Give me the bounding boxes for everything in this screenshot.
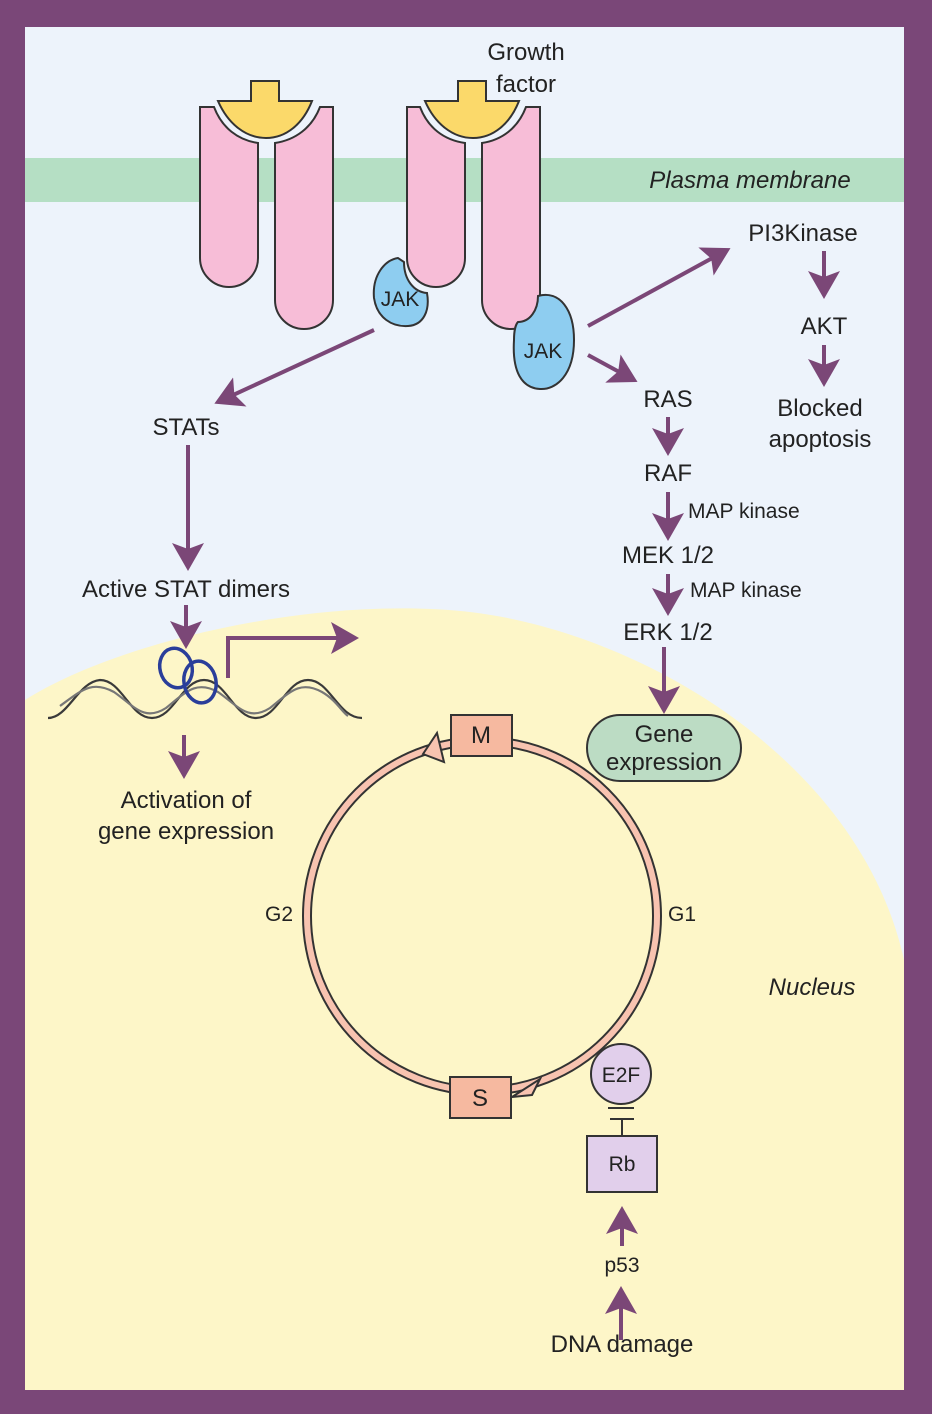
receptor-left-chain-a	[199, 106, 259, 288]
stat-dimer-ring-b	[182, 659, 218, 705]
jak-right-label: JAK	[524, 340, 563, 363]
p53-label: p53	[604, 1254, 639, 1277]
dna-strand-b	[59, 685, 349, 717]
map-kinase-label-2: MAP kinase	[690, 579, 802, 602]
arrow-jak-to-pi3k	[587, 247, 731, 328]
receptor-left	[199, 80, 334, 330]
activation-gene-expression-line1: Activation of	[121, 787, 252, 814]
receptor-left-chain-b	[274, 106, 334, 330]
cycle-arrowhead-to-m	[421, 730, 446, 764]
nucleus-region	[25, 608, 904, 1390]
phase-s-label: S	[472, 1085, 488, 1112]
jak-left-shape	[372, 256, 429, 328]
phase-g1-label: G1	[668, 903, 696, 926]
stats-label: STATs	[152, 414, 219, 441]
blocked-apoptosis-line1: Blocked	[777, 395, 862, 422]
dna-damage-label: DNA damage	[551, 1331, 694, 1358]
activation-gene-expression-line2: gene expression	[98, 818, 274, 845]
erk-label: ERK 1/2	[623, 619, 712, 646]
e2f-node	[590, 1043, 652, 1105]
pathway-arrows	[168, 247, 840, 1340]
growth-factor-label-line1: Growth	[487, 39, 564, 66]
arrow-jak-to-stats	[214, 328, 375, 407]
growth-factor-left-ligand	[216, 80, 314, 140]
rb-node	[586, 1135, 658, 1193]
rb-inhibits-e2f	[608, 1107, 634, 1136]
gene-expression-line2: expression	[606, 749, 722, 776]
receptor-right-chain-a	[406, 106, 466, 288]
mek-label: MEK 1/2	[622, 542, 714, 569]
gene-expression-line1: Gene	[635, 721, 694, 748]
raf-label: RAF	[644, 460, 692, 487]
pi3kinase-label: PI3Kinase	[748, 220, 857, 247]
active-stat-dimers-label: Active STAT dimers	[82, 576, 290, 603]
akt-label: AKT	[801, 313, 848, 340]
nucleus-label: Nucleus	[769, 974, 856, 1001]
dna-helix	[47, 678, 363, 720]
map-kinase-label-1: MAP kinase	[688, 500, 800, 523]
jak-right-shape	[512, 293, 576, 391]
phase-s-box	[449, 1076, 512, 1119]
phase-g2-label: G2	[265, 903, 293, 926]
gene-expression-node	[586, 714, 742, 782]
phase-m-label: M	[471, 722, 491, 749]
arrow-jak-to-ras	[587, 353, 638, 383]
jak-left-label: JAK	[381, 288, 420, 311]
receptor-right-chain-b	[481, 106, 541, 330]
blocked-apoptosis-line2: apoptosis	[769, 426, 872, 453]
e2f-label: E2F	[602, 1064, 641, 1087]
rb-label: Rb	[609, 1153, 636, 1176]
growth-factor-right-ligand	[423, 80, 521, 140]
ras-label: RAS	[643, 386, 692, 413]
growth-factor-label-line2: factor	[496, 71, 556, 98]
plasma-membrane-label: Plasma membrane	[649, 167, 850, 194]
cycle-arrowhead-to-s	[511, 1076, 543, 1098]
arrow-transcription-start	[226, 622, 359, 678]
dna-strand-a	[47, 678, 363, 720]
phase-m-box	[450, 714, 513, 757]
